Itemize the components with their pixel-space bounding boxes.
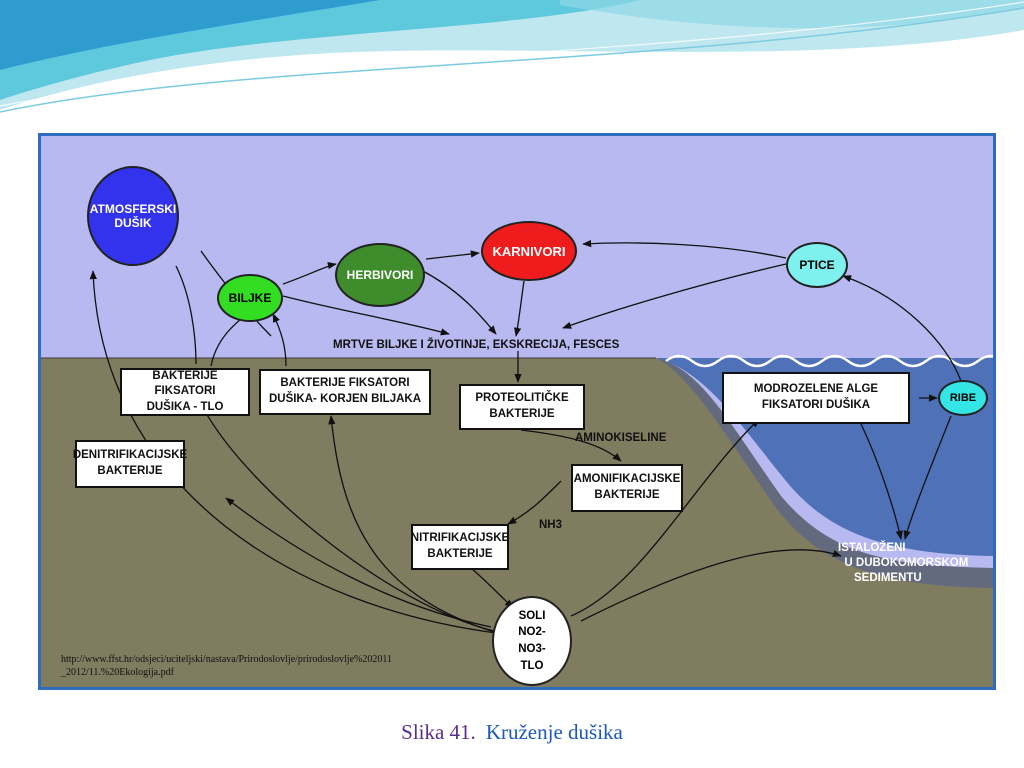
blue-green-algae-box: MODROZELENE ALGE FIKSATORI DUŠIKA [722,372,910,424]
decorative-wave-header [0,0,1024,113]
figure-caption: Slika 41. Kruženje dušika [0,720,1024,745]
birds-node: PTICE [786,242,848,288]
caption-number: Slika 41. [401,720,476,744]
sediment-label: ISTALOŽENI U DUBOKOMORSKOM SEDIMENTU [838,542,969,584]
nitrifying-bacteria-box: NITRIFIKACIJSKE BAKTERIJE [411,524,509,570]
ammonia-label: NH3 [539,519,563,531]
sea-shelf [656,358,993,588]
salts-node: SOLI NO2- NO3- TLO [492,596,572,686]
nitrogen-cycle-diagram: ATMOSFERSKI DUŠIK BILJKE HERBIVORI KARNI… [38,133,996,690]
herbivores-node: HERBIVORI [335,243,425,307]
proteolytic-bacteria-box: PROTEOLITIČKE BAKTERIJE [459,384,585,430]
carnivores-node: KARNIVORI [481,221,577,281]
dead-matter-label: MRTVE BILJKE I ŽIVOTINJE, EKSKRECIJA, FE… [333,339,620,351]
soil-area [41,358,993,687]
denitrifying-bacteria-box: DENITRIFIKACIJSKE BAKTERIJE [73,440,187,488]
fish-node: RIBE [938,380,988,416]
atmospheric-nitrogen-node: ATMOSFERSKI DUŠIK [87,166,179,266]
soil-fixing-bacteria-box: BAKTERIJE FIKSATORI DUŠIKA - TLO [120,368,250,416]
root-fixing-bacteria-box: BAKTERIJE FIKSATORI DUŠIKA- KORJEN BILJA… [259,369,431,415]
ammonifying-bacteria-box: AMONIFIKACIJSKE BAKTERIJE [571,464,683,512]
plants-node: BILJKE [217,274,283,322]
amino-acids-label: AMINOKISELINE [575,432,667,444]
caption-title: Kruženje dušika [485,720,623,744]
source-url: http://www.ffst.hr/odsjeci/uciteljski/na… [61,654,392,678]
